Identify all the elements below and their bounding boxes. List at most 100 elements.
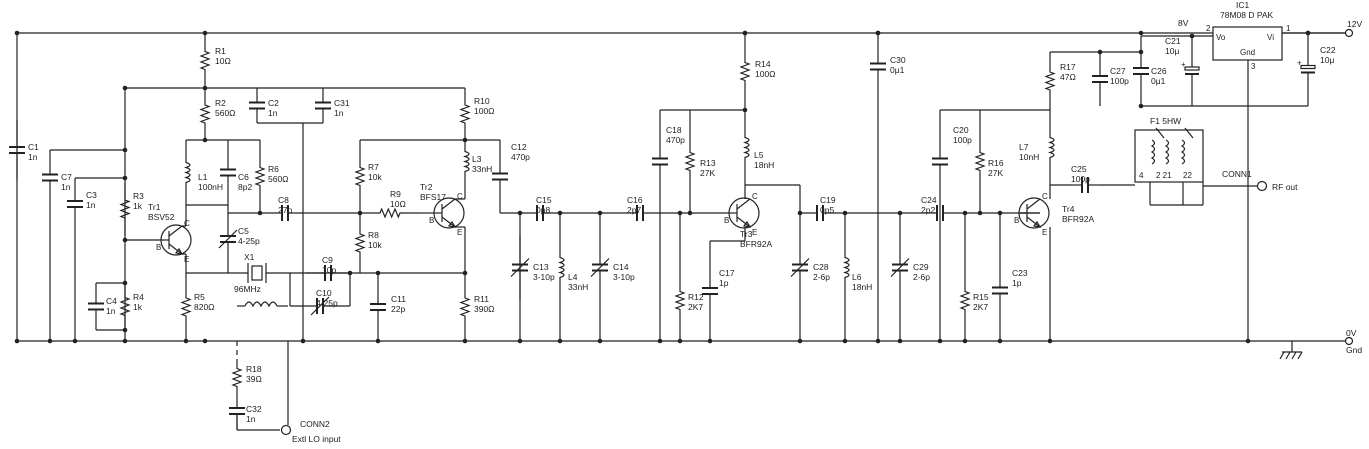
capacitor-c32-ref: C32 xyxy=(246,404,262,414)
resistor-r11-value: 390Ω xyxy=(474,304,495,314)
f1-pin22: 22 xyxy=(1183,171,1192,180)
resistor-r18-ref: R18 xyxy=(246,364,262,374)
resistor-r5-value: 820Ω xyxy=(194,302,215,312)
capacitor-c29-value: 2-6p xyxy=(913,272,930,282)
component-layer: R110ΩR2560ΩC21nC311nL1100nHC68p2R6560ΩC5… xyxy=(9,33,1336,430)
resistor-r3-value: 1k xyxy=(133,201,143,211)
capacitor-c6-ref: C6 xyxy=(238,172,249,182)
capacitor-c1-value: 1n xyxy=(28,152,38,162)
conn2-ref: CONN2 xyxy=(300,419,330,429)
capacitor-c23-value: 1p xyxy=(1012,278,1022,288)
capacitor-c30-value: 0μ1 xyxy=(890,65,905,75)
capacitor-c11-ref: C11 xyxy=(391,294,406,304)
capacitor-c20-value: 100p xyxy=(953,135,972,145)
f1-pins-mid: 2 21 xyxy=(1156,171,1172,180)
capacitor-c14-ref: C14 xyxy=(613,262,629,272)
resistor-r4-value: 1k xyxy=(133,302,143,312)
capacitor-c19-ref: C19 xyxy=(820,195,836,205)
inductor-l6-value: 18nH xyxy=(852,282,872,292)
inductor-l3-value: 33nH xyxy=(472,164,492,174)
transistor-tr1-pin-b: B xyxy=(156,243,161,252)
ic1-ref: IC1 xyxy=(1236,0,1250,10)
transistor-tr1-type: BSV52 xyxy=(148,212,175,222)
capacitor-c19-value: 0p5 xyxy=(820,205,834,215)
resistor-r2-value: 560Ω xyxy=(215,108,236,118)
inductor-l4-ref: L4 xyxy=(568,272,578,282)
resistor-r7-ref: R7 xyxy=(368,162,379,172)
resistor-r3-ref: R3 xyxy=(133,191,144,201)
resistor-r12-value: 2K7 xyxy=(688,302,703,312)
conn2-label: Extl LO input xyxy=(292,434,341,444)
capacitor-c31-value: 1n xyxy=(334,108,344,118)
transistor-tr2-type: BFS17 xyxy=(420,192,446,202)
capacitor-c10-ref: C10 xyxy=(316,288,332,298)
inductor-l4-value: 33nH xyxy=(568,282,588,292)
resistor-r8-ref: R8 xyxy=(368,230,379,240)
capacitor-c24-value: 2p2 xyxy=(921,205,935,215)
resistor-r4-ref: R4 xyxy=(133,292,144,302)
inductor-l3-ref: L3 xyxy=(472,154,482,164)
resistor-r13-value: 27K xyxy=(700,168,715,178)
ic1-regulator xyxy=(1141,26,1345,107)
transistor-tr2-pin-b: B xyxy=(429,216,434,225)
resistor-r9-ref: R9 xyxy=(390,189,401,199)
capacitor-c15-ref: C15 xyxy=(536,195,552,205)
transistor-tr3-pin-b: B xyxy=(724,216,729,225)
ic1-type: 78M08 D PAK xyxy=(1220,10,1274,20)
resistor-r16-value: 27K xyxy=(988,168,1003,178)
transistor-tr2-pin-e: E xyxy=(457,228,462,237)
inductor-l6-ref: L6 xyxy=(852,272,862,282)
rail-8v-label: 8V xyxy=(1178,18,1189,28)
capacitor-c28-ref: C28 xyxy=(813,262,829,272)
capacitor-c25-ref: C25 xyxy=(1071,164,1087,174)
ic1-pin-vo: Vo xyxy=(1216,33,1226,42)
capacitor-c16-value: 2p7 xyxy=(627,205,641,215)
resistor-r6-value: 560Ω xyxy=(268,174,289,184)
capacitor-c21-ref: C21 xyxy=(1165,36,1181,46)
transistor-tr3-type: BFR92A xyxy=(740,239,772,249)
capacitor-c26-ref: C26 xyxy=(1151,66,1167,76)
inductor-l2 xyxy=(237,301,288,308)
capacitor-c15-value: 0p8 xyxy=(536,205,550,215)
capacitor-c7-value: 1n xyxy=(61,182,71,192)
resistor-r11-ref: R11 xyxy=(474,294,489,304)
transistor-tr2-ref: Tr2 xyxy=(420,182,433,192)
transistor-tr1-pin-c: C xyxy=(184,219,190,228)
transistor-tr3-pin-e: E xyxy=(752,228,757,237)
capacitor-c6-value: 8p2 xyxy=(238,182,252,192)
capacitor-c24-ref: C24 xyxy=(921,195,937,205)
capacitor-c16-ref: C16 xyxy=(627,195,643,205)
inductor-l7-value: 10nH xyxy=(1019,152,1039,162)
capacitor-c9-value: 10p xyxy=(322,265,336,275)
capacitor-c10-value: 4-25p xyxy=(316,298,338,308)
capacitor-c22-value: 10μ xyxy=(1320,55,1334,65)
capacitor-c2-value: 1n xyxy=(268,108,278,118)
capacitor-c29-ref: C29 xyxy=(913,262,929,272)
